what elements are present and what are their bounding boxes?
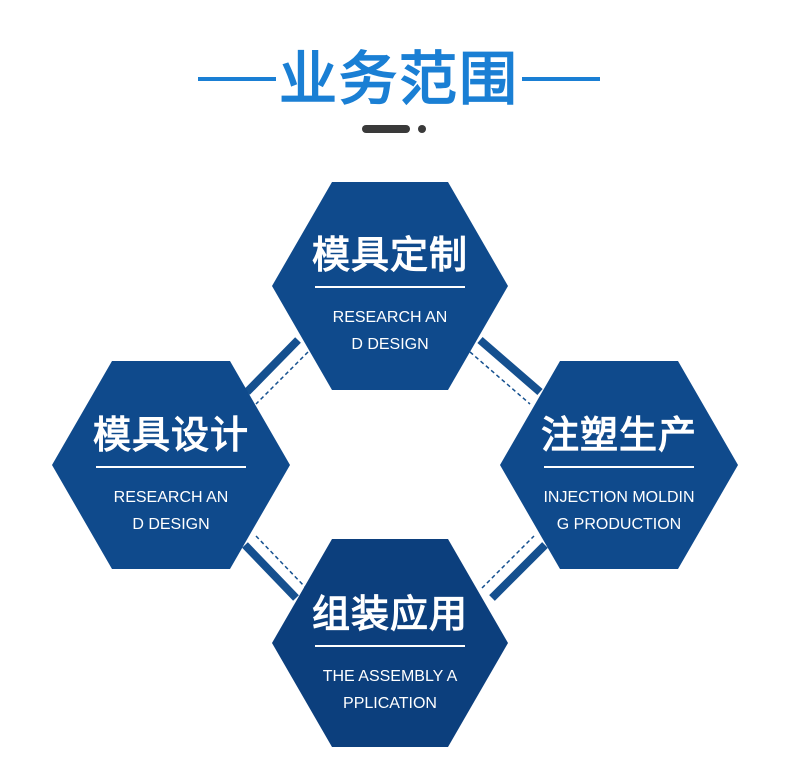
- hexagon-bottom-subtitle: THE ASSEMBLY A PPLICATION: [322, 668, 458, 712]
- hexagon-right-title: 注塑生产: [540, 413, 697, 457]
- hexagon-right: [500, 361, 738, 569]
- title-underline-dot: [418, 125, 426, 133]
- title-underline-dash: [362, 125, 410, 133]
- hexagon-left-rule: [96, 466, 246, 468]
- connector-bottom-right: [481, 535, 548, 601]
- hexagon-left-content: 模具设计 RESEARCH AN D DESIGN: [73, 412, 269, 538]
- section-header: 业务范围: [0, 40, 790, 120]
- hexagon-left: [52, 361, 290, 569]
- hexagon-top-title: 模具定制: [311, 233, 468, 277]
- hexagon-bottom: [272, 539, 508, 747]
- hexagon-top-content: 模具定制 RESEARCH AN D DESIGN: [292, 232, 488, 358]
- hexagon-bottom-rule: [315, 645, 465, 647]
- hexagon-left-title: 模具设计: [92, 413, 249, 457]
- hexagon-bottom-content: 组装应用 THE ASSEMBLY A PPLICATION: [292, 591, 488, 717]
- hexagon-top-subtitle: RESEARCH AN D DESIGN: [332, 309, 448, 353]
- title-line-left: [198, 77, 276, 81]
- connector-top-right: [469, 336, 543, 405]
- hexagon-top-rule: [315, 286, 465, 288]
- hexagon-right-subtitle: INJECTION MOLDIN G PRODUCTION: [543, 489, 695, 533]
- hexagon-right-content: 注塑生产 INJECTION MOLDIN G PRODUCTION: [521, 412, 717, 538]
- title-line-right: [522, 77, 600, 81]
- connector-left-bottom: [242, 535, 307, 601]
- connector-top-left: [244, 337, 309, 405]
- hexagon-bottom-title: 组装应用: [311, 592, 468, 636]
- page-title: 业务范围: [278, 45, 519, 113]
- hexagon-right-rule: [544, 466, 694, 468]
- hexagon-left-subtitle: RESEARCH AN D DESIGN: [113, 489, 229, 533]
